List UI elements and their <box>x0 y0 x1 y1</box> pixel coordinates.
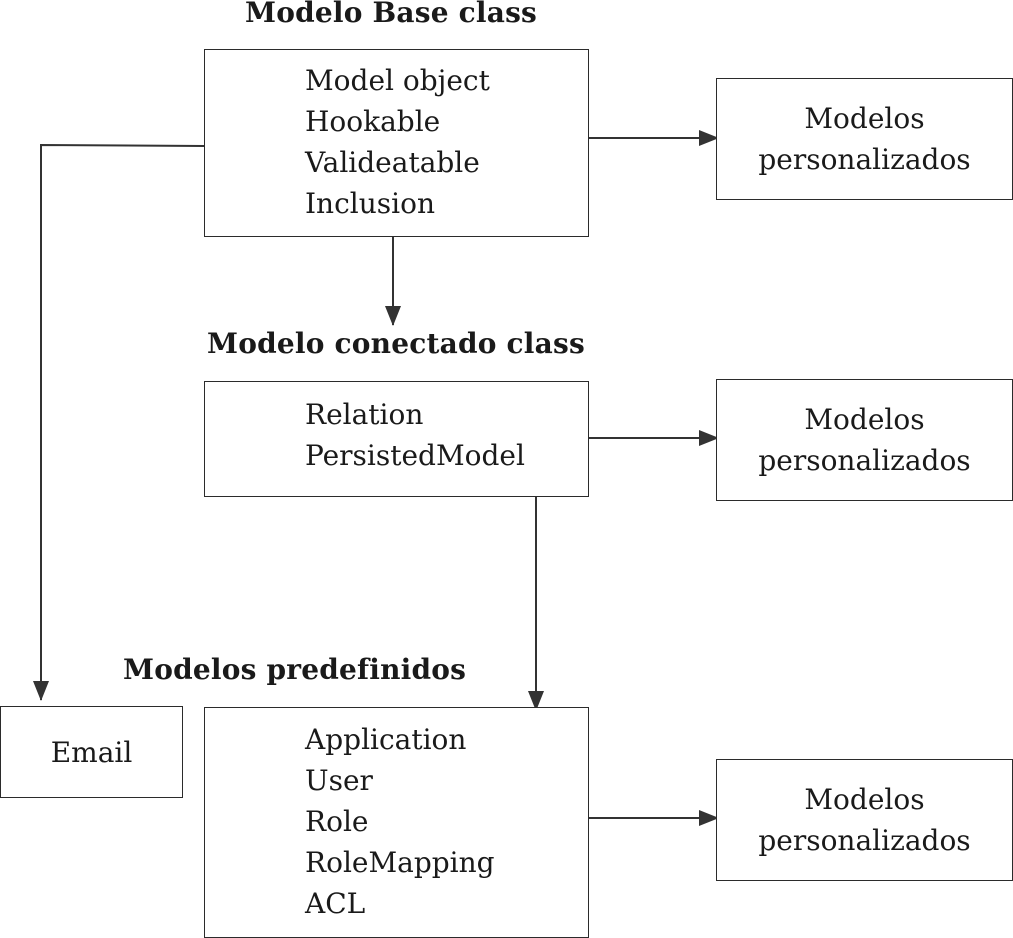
base-class-item: Valideatable <box>305 146 480 179</box>
predefined-model-item: Application <box>305 723 467 756</box>
title-connected-class: Modelo conectado class <box>207 327 585 360</box>
base-class-item: Model object <box>305 64 490 97</box>
connected-class-list: Relation PersistedModel <box>305 394 525 476</box>
title-base-class: Modelo Base class <box>245 0 538 29</box>
custom-models-box-1: Modelos personalizados <box>716 78 1013 200</box>
predefined-model-item: Role <box>305 805 369 838</box>
title-predefined-models: Modelos predefinidos <box>123 653 467 686</box>
base-class-box: Model object Hookable Valideatable Inclu… <box>204 49 589 237</box>
email-box: Email <box>0 706 183 798</box>
arrow-base-to-email <box>33 143 205 701</box>
predefined-model-item: User <box>305 764 373 797</box>
predefined-model-item: RoleMapping <box>305 846 495 879</box>
base-class-list: Model object Hookable Valideatable Inclu… <box>305 60 490 224</box>
connected-class-item: PersistedModel <box>305 439 525 472</box>
connected-class-box: Relation PersistedModel <box>204 381 589 497</box>
custom-models-box-3: Modelos personalizados <box>716 759 1013 881</box>
predefined-model-item: ACL <box>305 887 366 920</box>
connected-class-item: Relation <box>305 398 424 431</box>
custom-models-label: Modelos personalizados <box>758 102 971 176</box>
base-class-item: Hookable <box>305 105 441 138</box>
email-label: Email <box>50 735 133 769</box>
custom-models-label: Modelos personalizados <box>758 403 971 477</box>
custom-models-label: Modelos personalizados <box>758 783 971 857</box>
predefined-models-box: Application User Role RoleMapping ACL <box>204 707 589 938</box>
custom-models-box-2: Modelos personalizados <box>716 379 1013 501</box>
predefined-models-list: Application User Role RoleMapping ACL <box>305 719 495 924</box>
base-class-item: Inclusion <box>305 187 435 220</box>
